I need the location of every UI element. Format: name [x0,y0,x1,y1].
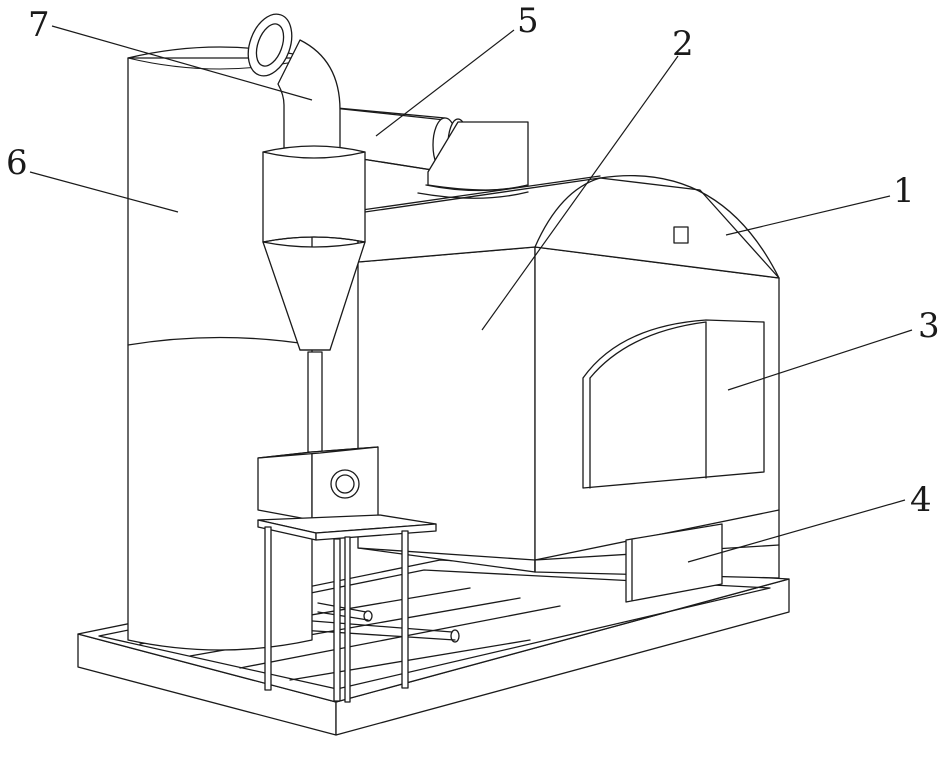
square-vent [674,227,688,243]
callout-label-4: 4 [910,480,932,520]
callout-label-1: 1 [893,171,915,211]
callout-label-2: 2 [672,24,694,64]
callout-label-7: 7 [28,5,50,45]
furnace-body [358,176,779,602]
callout-label-3: 3 [918,306,940,346]
callout-label-5: 5 [517,1,539,41]
callout-label-6: 6 [6,143,28,183]
collection-box [258,447,378,520]
